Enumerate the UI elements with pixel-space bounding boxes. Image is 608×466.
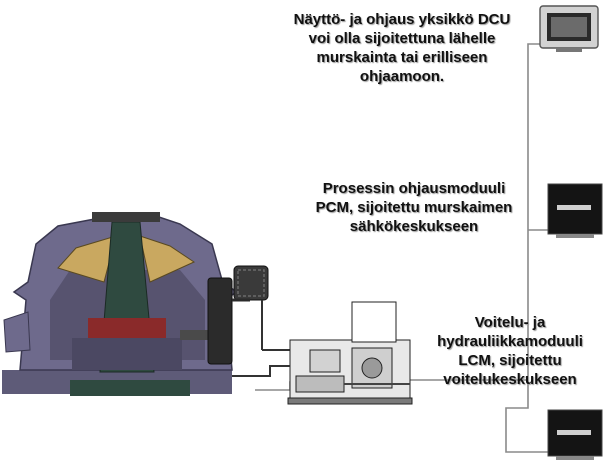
- drive-unit: [207, 265, 300, 365]
- lube-motor: [361, 357, 383, 379]
- lube-panel: [309, 349, 341, 373]
- pcm-label: [557, 205, 591, 210]
- caption-dcu-line: Näyttö- ja ohjaus yksikkö DCU: [293, 11, 511, 28]
- cable-dcu: [370, 43, 540, 381]
- dcu-stand: [556, 48, 582, 52]
- caption-pcm-line: Prosessin ohjausmoduuli: [322, 180, 506, 197]
- flywheel: [207, 277, 233, 365]
- pcm-foot: [556, 234, 594, 238]
- motor: [233, 265, 269, 301]
- lube-filter: [295, 375, 345, 393]
- caption-dcu-line: ohjaamoon.: [359, 68, 445, 85]
- caption-pcm-line: PCM, sijoitettu murskaimen: [315, 199, 513, 216]
- eccentric: [88, 318, 166, 338]
- drive-shaft: [180, 330, 210, 340]
- bottom-shell: [72, 338, 182, 370]
- caption-dcu-line: voi olla sijoitettuna lähelle: [308, 30, 496, 47]
- mantle-right: [139, 235, 196, 283]
- caption-pcm-line: sähkökeskukseen: [349, 218, 479, 235]
- caption-lcm-line: Voitelu- ja: [474, 314, 546, 331]
- motor-fins: [237, 269, 265, 297]
- lcm-foot: [556, 456, 594, 460]
- lube-skid: [287, 397, 413, 405]
- cone-crusher: [2, 212, 238, 396]
- hopper-rim: [92, 212, 160, 222]
- caption-lcm: Voitelu- ja hydrauliikkamoduuli LCM, sij…: [416, 313, 604, 389]
- lcm-module: [547, 409, 603, 460]
- dcu-display-unit: [539, 5, 599, 52]
- caption-lcm-line: LCM, sijoitettu: [458, 352, 562, 369]
- lubrication-unit: [232, 301, 413, 405]
- caption-dcu-line: murskainta tai erilliseen: [316, 49, 488, 66]
- caption-lcm-line: voitelukeskukseen: [443, 371, 577, 388]
- lcm-label: [557, 430, 591, 435]
- oil-return-line: [232, 365, 290, 377]
- caption-dcu: Näyttö- ja ohjaus yksikkö DCU voi olla s…: [276, 10, 528, 86]
- lube-cabinet: [351, 301, 397, 343]
- caption-pcm: Prosessin ohjausmoduuli PCM, sijoitettu …: [300, 179, 528, 236]
- cable-lcm: [505, 380, 548, 453]
- crusher-left-arm: [3, 311, 31, 353]
- crusher-foot: [70, 380, 190, 396]
- pcm-module: [547, 183, 603, 238]
- caption-lcm-line: hydrauliikkamoduuli: [437, 333, 583, 350]
- dcu-screen-content: [551, 17, 587, 37]
